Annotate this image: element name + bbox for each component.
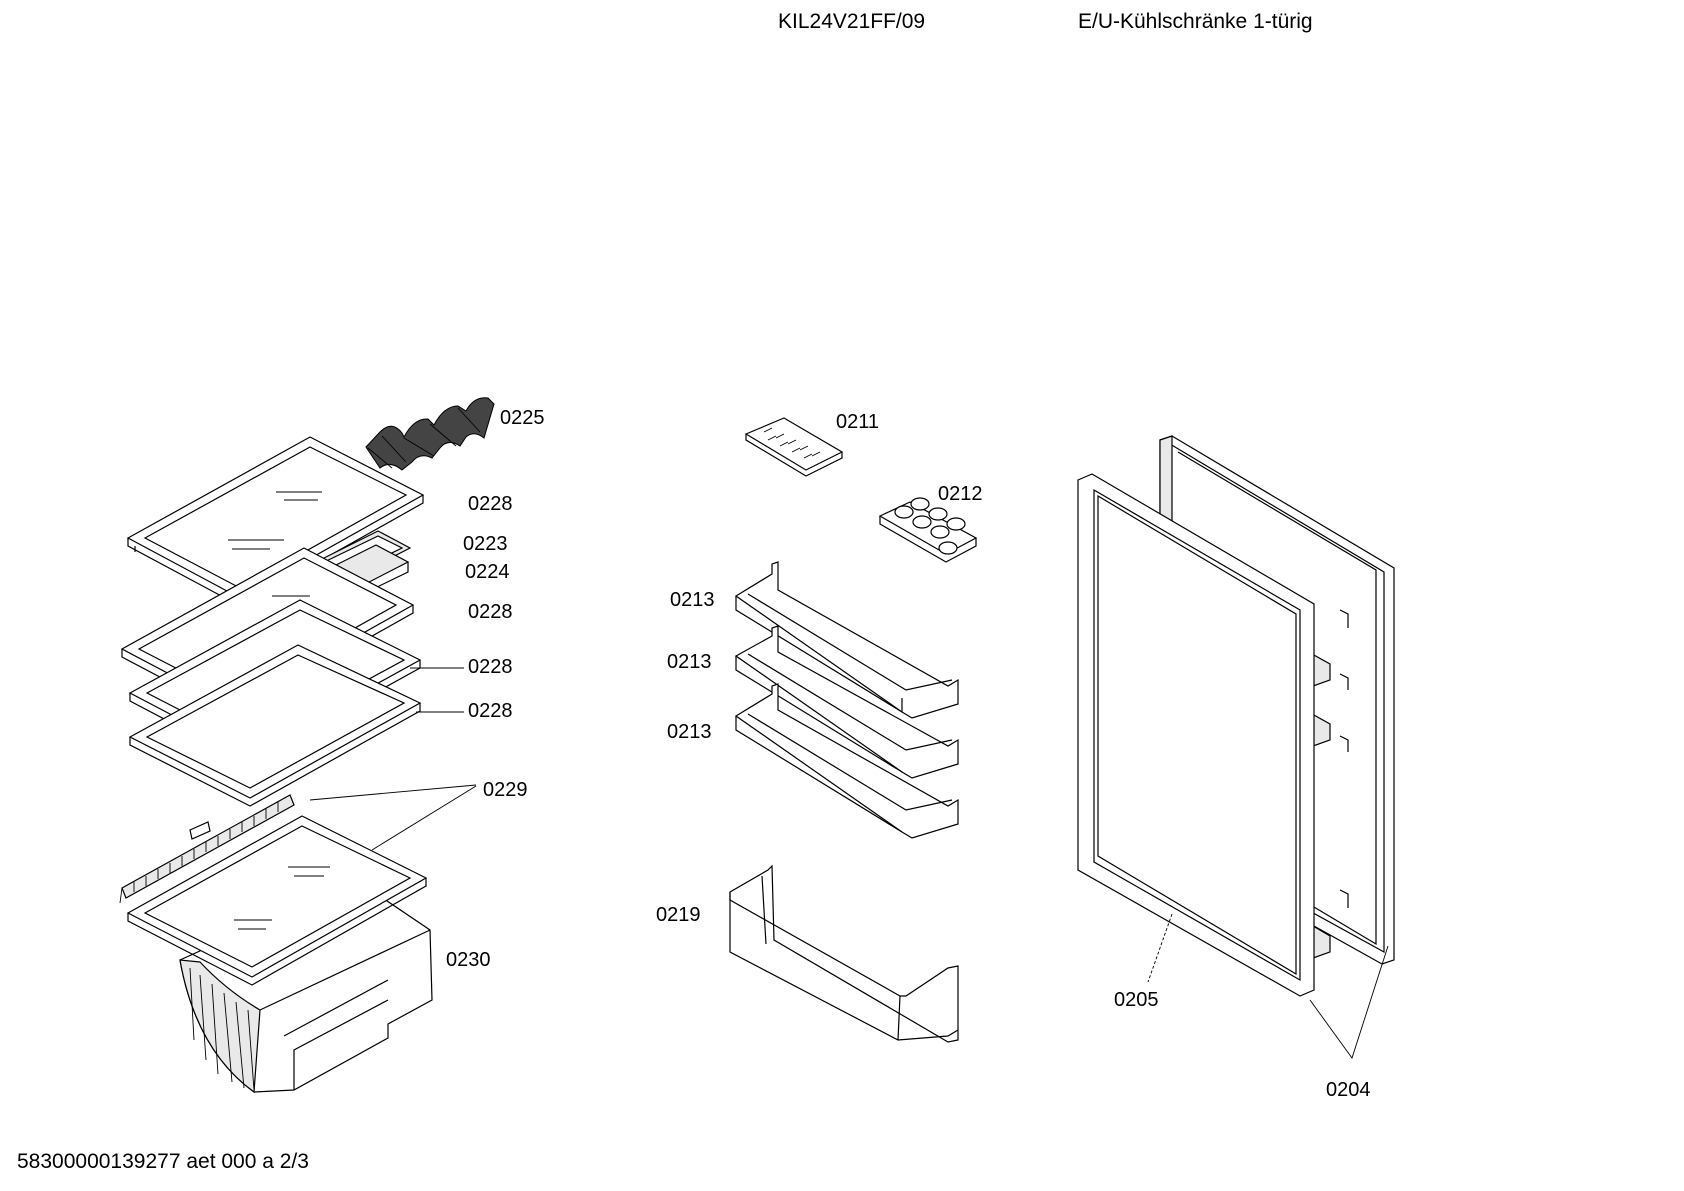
door-shelf-0213-top xyxy=(734,561,959,719)
egg-holder-0212 xyxy=(878,497,978,563)
part-label: 0229 xyxy=(483,779,528,801)
part-label: 0225 xyxy=(500,407,545,429)
model-number: KIL24V21FF/09 xyxy=(778,10,926,33)
crisper-drawer-0230 xyxy=(126,815,433,1094)
document-code: 58300000139277 aet 000 a 2/3 xyxy=(17,1150,309,1173)
part-label: 0213 xyxy=(667,721,712,743)
leader-lines xyxy=(309,667,1389,1059)
appliance-category: E/U-Kühlschränke 1-türig xyxy=(1078,10,1313,33)
bottle-shelf-0219 xyxy=(729,864,959,1043)
glass-shelf-0228-top xyxy=(126,436,425,610)
part-label: 0204 xyxy=(1326,1079,1371,1101)
part-label: 0211 xyxy=(836,411,879,433)
part-label: 0224 xyxy=(465,561,510,583)
part-label: 0223 xyxy=(463,533,508,555)
part-label: 0228 xyxy=(468,493,513,515)
shelf-rail-0229 xyxy=(119,794,295,904)
part-label: 0219 xyxy=(656,904,701,926)
part-label: 0213 xyxy=(670,589,715,611)
bottle-rack-0225 xyxy=(365,397,495,471)
part-label: 0213 xyxy=(667,651,712,673)
part-label: 0230 xyxy=(446,949,491,971)
door-shelf-0213-middle xyxy=(734,625,959,779)
part-label: 0228 xyxy=(468,656,513,678)
part-label: 0228 xyxy=(468,700,513,722)
door-gasket-0205 xyxy=(1077,473,1315,997)
part-labels: 0225 0228 0223 0224 0228 0228 0228 0229 … xyxy=(446,407,1371,1101)
part-label: 0228 xyxy=(468,601,513,623)
part-label: 0212 xyxy=(938,483,983,505)
egg-tray-0211 xyxy=(744,417,844,477)
part-label: 0205 xyxy=(1114,989,1159,1011)
door-shelf-0213-bottom xyxy=(734,683,959,839)
glass-shelf-0228-fourth xyxy=(128,644,422,807)
